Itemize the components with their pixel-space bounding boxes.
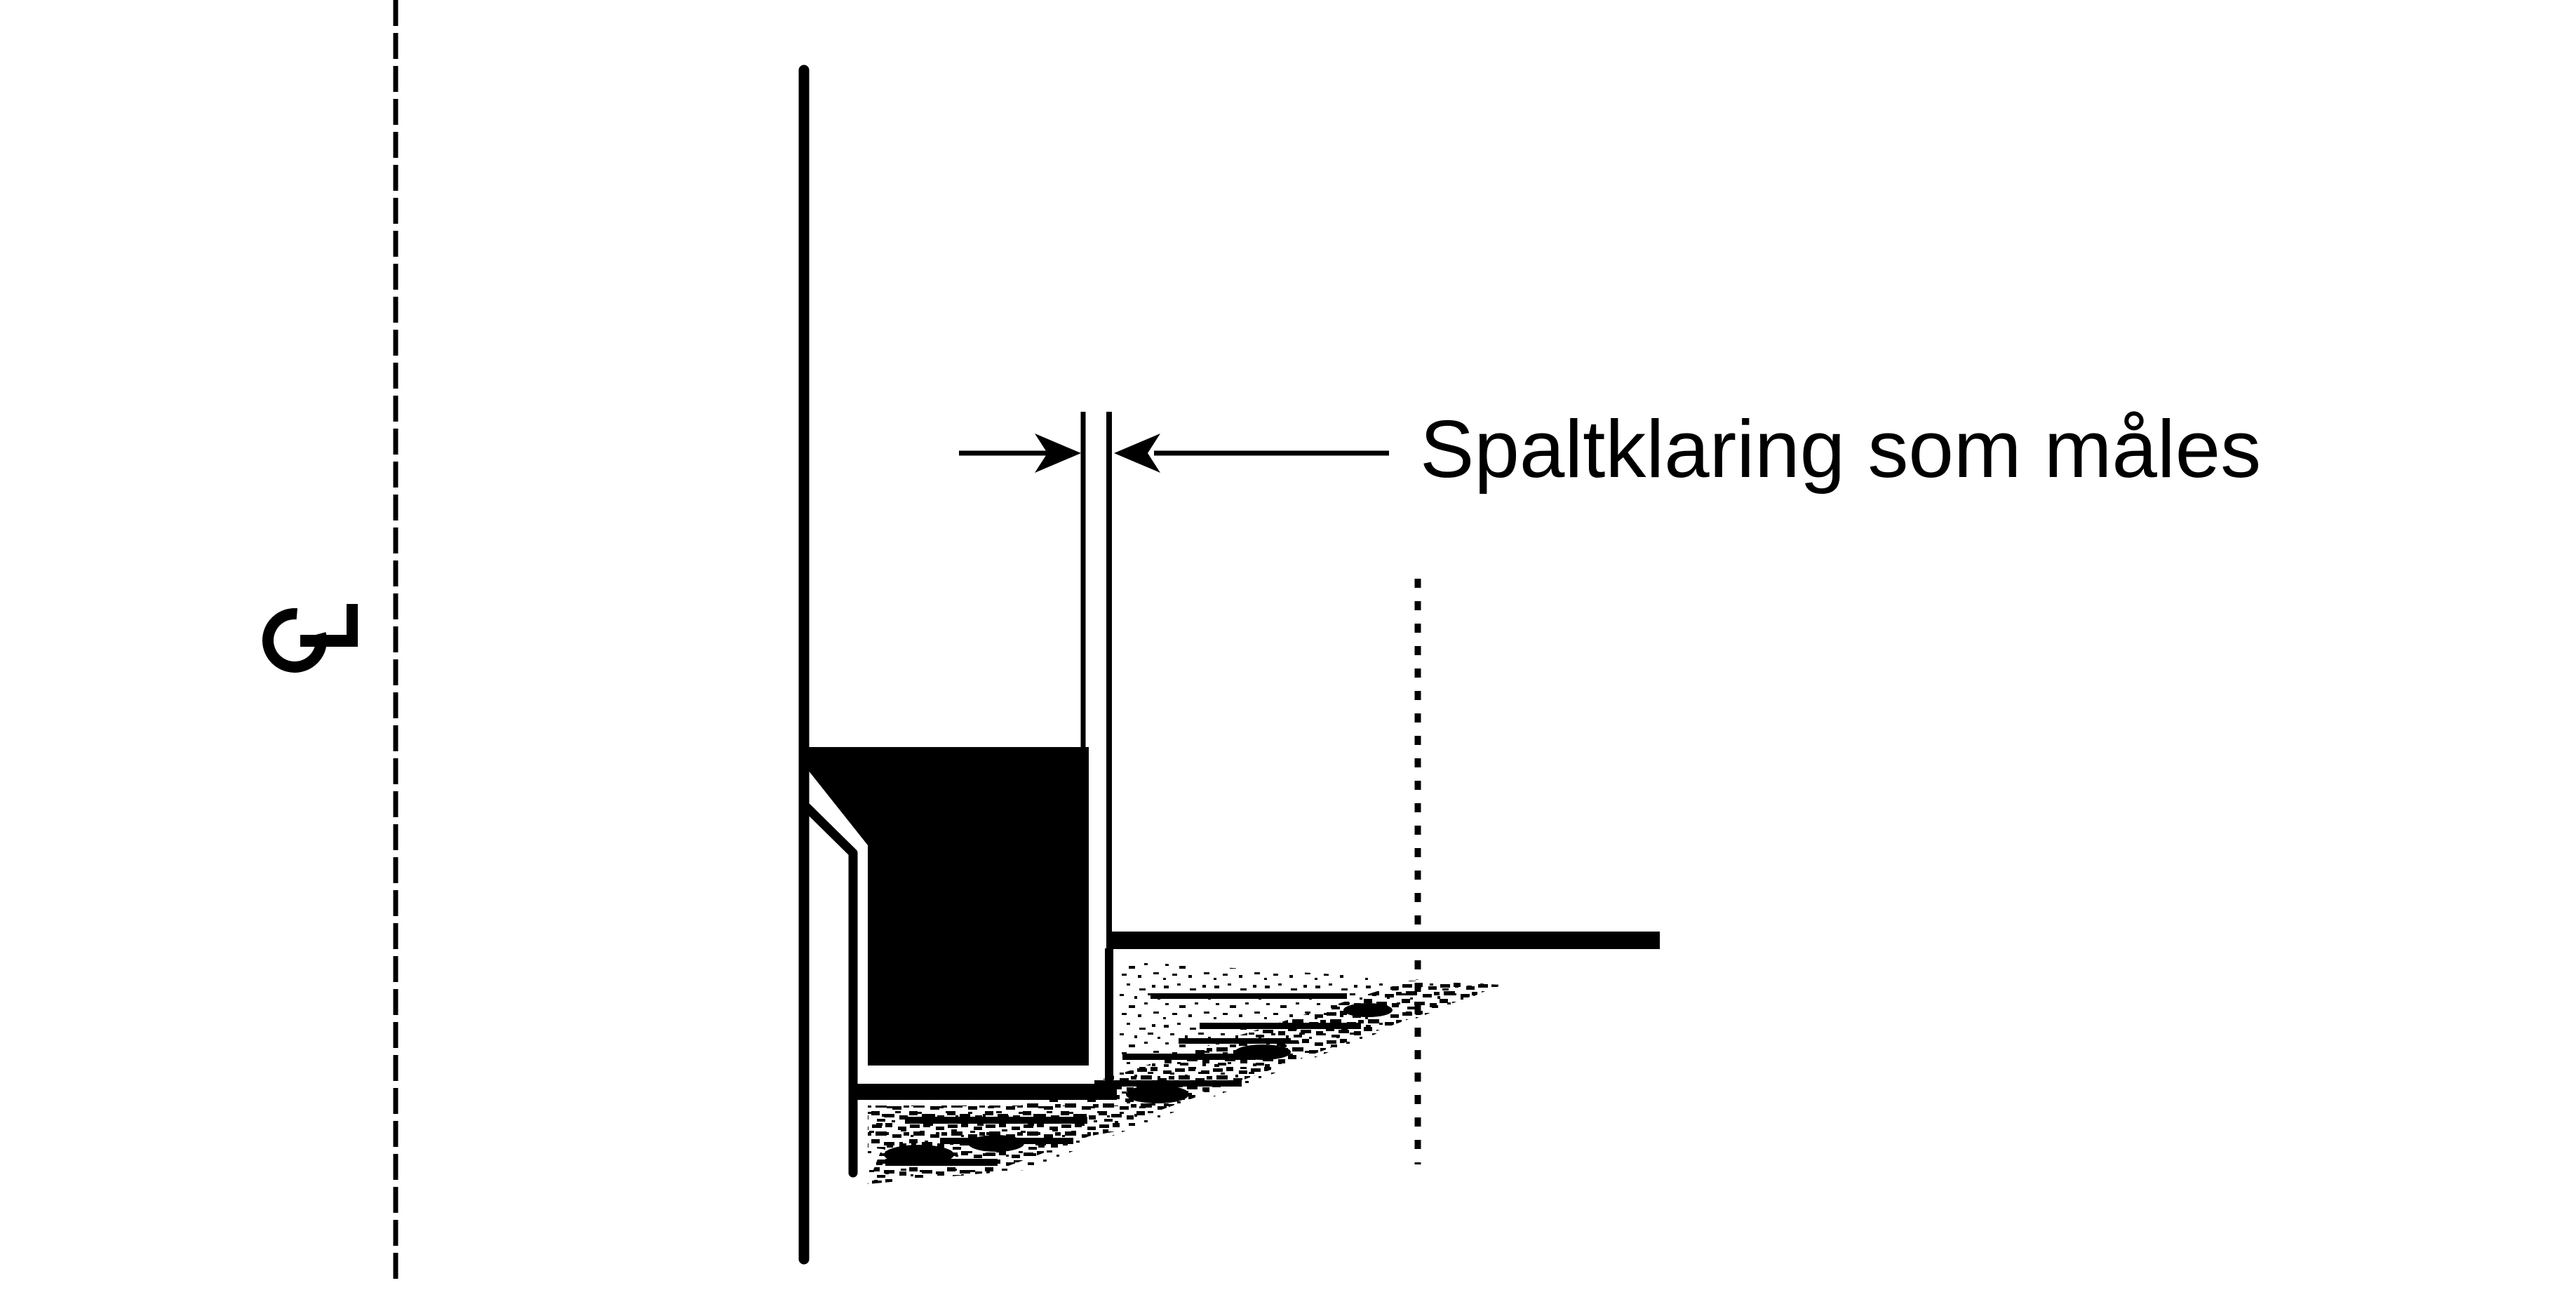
stipple-shading (868, 961, 1503, 1184)
right-arrowhead-icon (1114, 434, 1160, 473)
centerline-symbol-l-foot (347, 604, 358, 647)
centerline-symbol-icon (262, 604, 358, 673)
left-arrowhead-icon (1035, 434, 1081, 473)
gap-dimension-arrows (959, 434, 1389, 473)
seat-pocket-bottom-bar (850, 1084, 1117, 1100)
flap-surface-line (1107, 932, 1660, 949)
seat-pocket-chamfer-outline (801, 802, 858, 1178)
gap-clearance-label: Spaltklaring som måles (1420, 403, 2261, 495)
centerline-symbol-c-arc (262, 607, 327, 673)
seat-cross-section (808, 747, 1089, 1066)
stipple-streaks (884, 993, 1393, 1166)
centerline-symbol-l-stem (300, 635, 358, 647)
